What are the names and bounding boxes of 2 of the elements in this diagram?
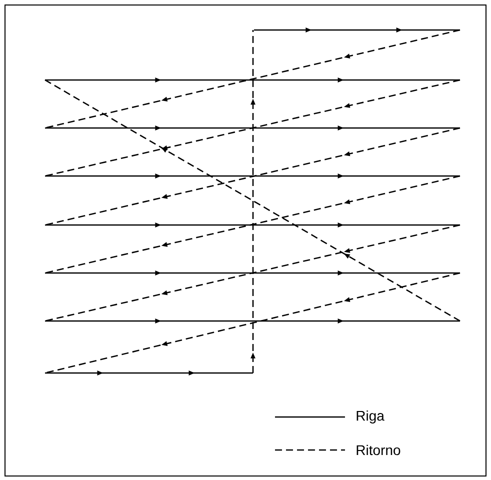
legend-label: Ritorno xyxy=(356,444,400,456)
legend-label: Riga xyxy=(356,410,384,424)
